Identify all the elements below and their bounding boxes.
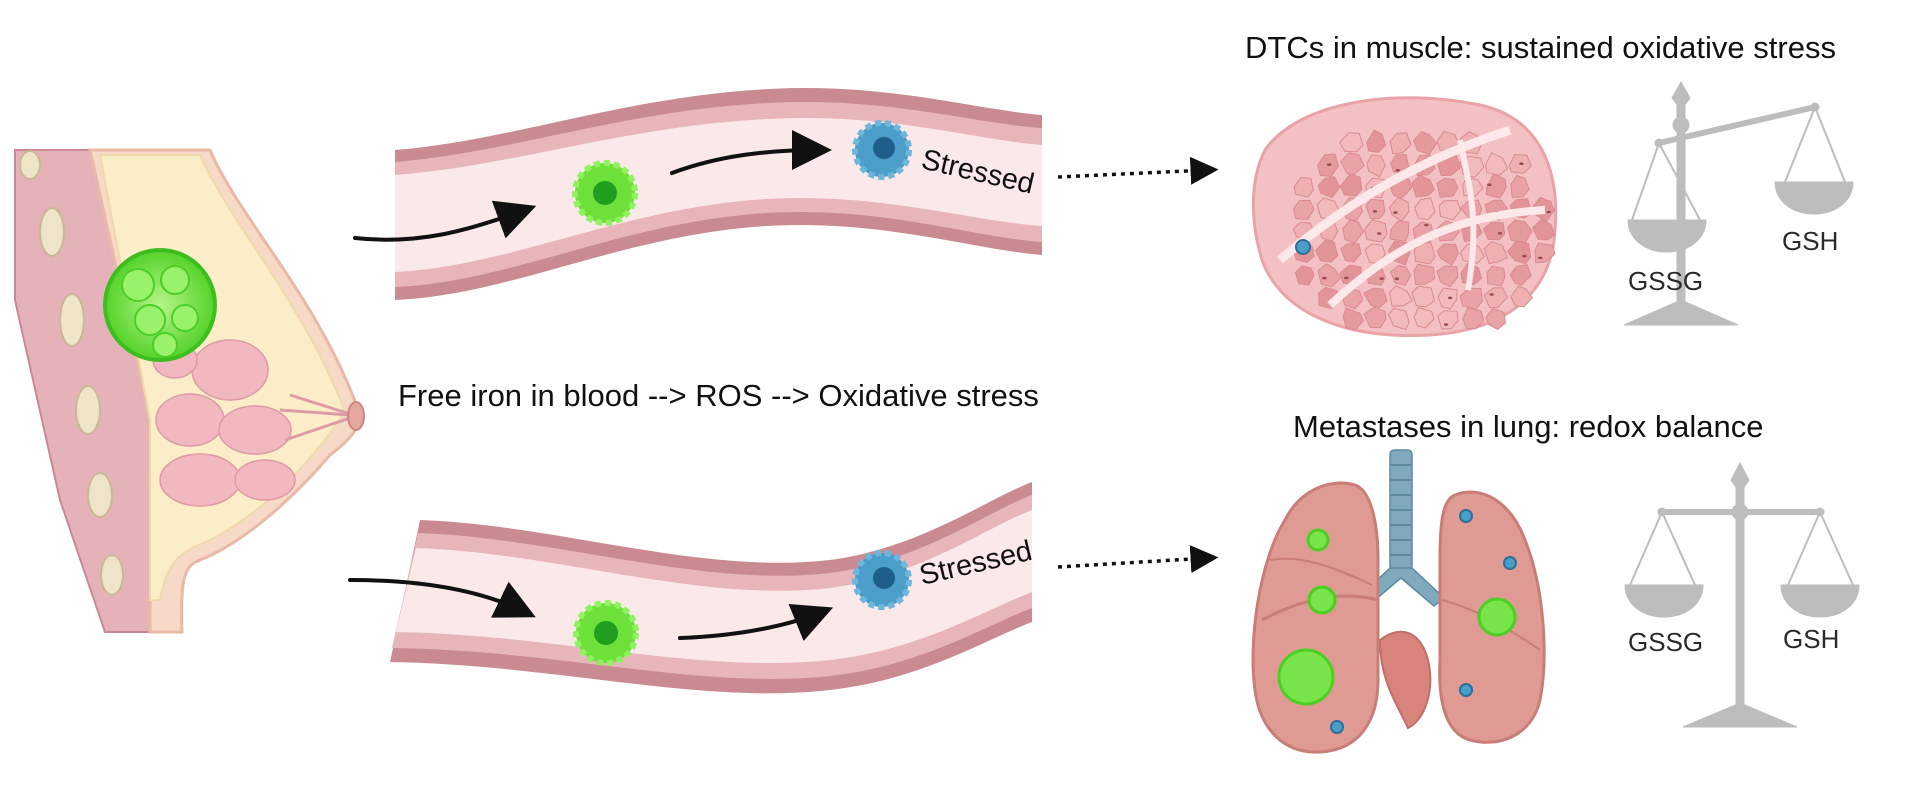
muscle-nucleus (1522, 255, 1526, 258)
tumor-cell-top (575, 163, 635, 223)
middle-caption: Free iron in blood --> ROS --> Oxidative… (398, 378, 1039, 413)
muscle-nucleus (1547, 211, 1551, 214)
dotted-arrow-to-lung (1058, 558, 1208, 567)
tumor-cell-bottom (576, 603, 636, 663)
gsh-label-bottom: GSH (1783, 624, 1839, 654)
muscle-title: DTCs in muscle: sustained oxidative stre… (1245, 30, 1836, 65)
muscle-nucleus (1380, 277, 1384, 280)
stressed-cell-top (855, 123, 909, 177)
dotted-arrow-to-muscle (1058, 170, 1208, 177)
muscle-nucleus (1395, 277, 1399, 280)
primary-tumor (105, 250, 215, 360)
muscle-fiber (1535, 243, 1555, 263)
muscle-nucleus (1448, 297, 1452, 300)
muscle-nucleus (1327, 163, 1331, 166)
muscle-nucleus (1444, 323, 1448, 326)
dotted-arrows (1058, 170, 1208, 567)
muscle-tissue (1253, 98, 1555, 336)
muscle-nucleus (1487, 183, 1491, 186)
muscle-nucleus (1538, 257, 1542, 260)
muscle-nucleus (1373, 210, 1377, 213)
muscle-nucleus (1396, 169, 1400, 172)
blood-vessel-top (395, 88, 1042, 300)
gssg-label-top: GSSG (1628, 266, 1703, 296)
muscle-nucleus (1424, 224, 1428, 227)
stressed-cell-bottom (855, 553, 909, 607)
muscle-nucleus (1498, 232, 1502, 235)
muscle-nucleus (1490, 293, 1494, 296)
gsh-label-top: GSH (1782, 226, 1838, 256)
redox-scale-bottom (1625, 463, 1859, 727)
muscle-nucleus (1344, 277, 1348, 280)
gssg-label-bottom: GSSG (1628, 627, 1703, 657)
dtc-in-muscle (1296, 240, 1310, 254)
lung-title: Metastases in lung: redox balance (1293, 409, 1763, 444)
breast-illustration (15, 150, 364, 632)
lung-illustration (1253, 450, 1544, 752)
muscle-nucleus (1393, 211, 1397, 214)
muscle-nucleus (1519, 162, 1523, 165)
muscle-nucleus (1377, 232, 1381, 235)
muscle-nucleus (1322, 277, 1326, 280)
muscle-fiber (1487, 266, 1505, 286)
